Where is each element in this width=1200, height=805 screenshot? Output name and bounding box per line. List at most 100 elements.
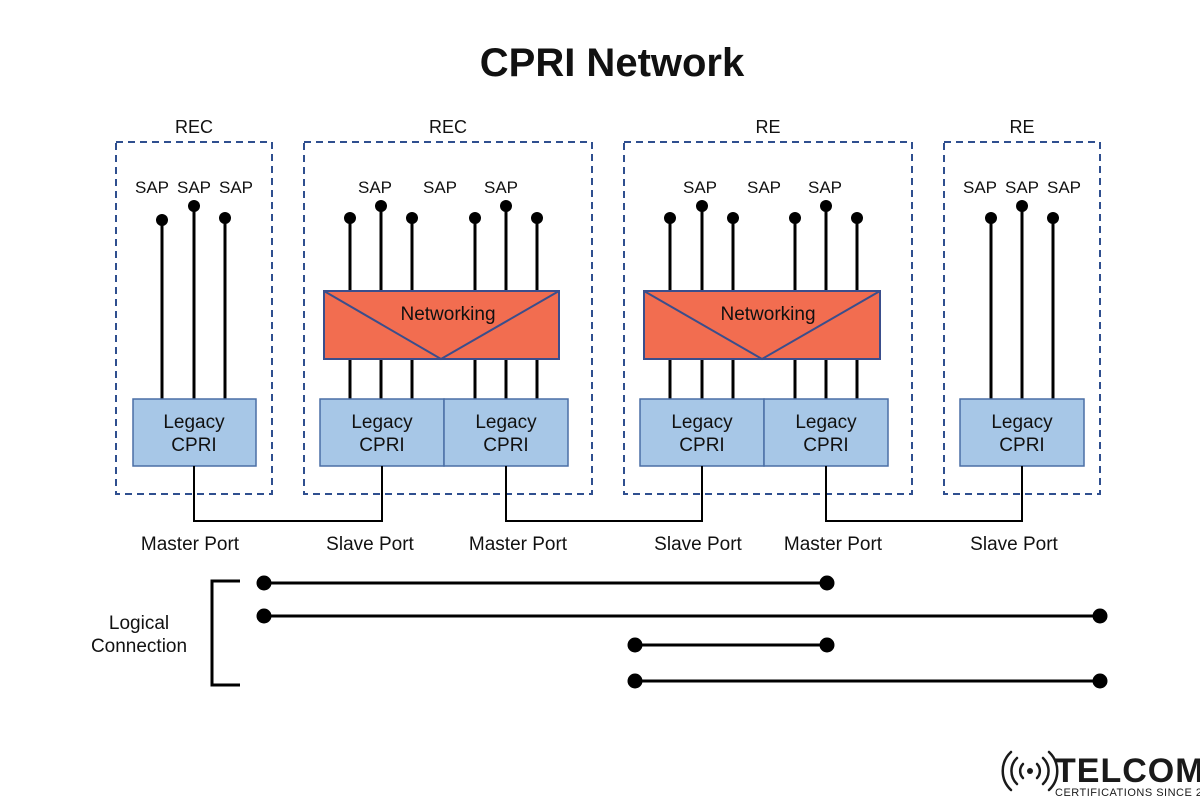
sap-label: SAP xyxy=(963,178,997,197)
logical-connection-label-line2: Connection xyxy=(91,636,187,657)
legacy-cpri-box: Legacy CPRI xyxy=(959,398,1085,467)
legacy-cpri-label-line1: Legacy xyxy=(163,412,225,433)
sap-label: SAP xyxy=(135,178,169,197)
broadcast-waves-icon xyxy=(1001,750,1059,792)
networking-block-rec-cross xyxy=(323,290,560,361)
telcoma-logo: TELCOMA CERTIFICATIONS SINCE 2009 xyxy=(1001,750,1200,799)
group-rec-1-label: REC xyxy=(175,117,213,137)
sap-label: SAP xyxy=(683,178,717,197)
sap-dots xyxy=(156,200,1059,226)
group-rec-2: REC xyxy=(303,117,593,495)
master-port-label: Master Port xyxy=(141,534,240,555)
sap-label: SAP xyxy=(177,178,211,197)
legacy-cpri-box: Legacy CPRI xyxy=(639,398,765,467)
legacy-cpri-label-line2: CPRI xyxy=(483,435,528,456)
sap-dot xyxy=(219,212,231,224)
legacy-cpri-label-line1: Legacy xyxy=(671,412,733,433)
group-re-1: RE xyxy=(623,117,913,495)
legacy-cpri-label-line1: Legacy xyxy=(475,412,537,433)
connection-endpoint-dot xyxy=(1092,673,1108,689)
sap-dot xyxy=(500,200,512,212)
legacy-cpri-box: Legacy CPRI xyxy=(319,398,445,467)
group-rec-2-label: REC xyxy=(429,117,467,137)
logical-connection-4 xyxy=(627,673,1108,689)
legacy-cpri-label-line2: CPRI xyxy=(803,435,848,456)
master-port-label: Master Port xyxy=(784,534,883,555)
networking-block-rec-rect xyxy=(323,290,560,360)
connection-endpoint-dot xyxy=(256,575,272,591)
sap-dot xyxy=(985,212,997,224)
group-re-2: RE xyxy=(943,117,1101,495)
group-re-1-label: RE xyxy=(755,117,780,137)
sap-dot xyxy=(1047,212,1059,224)
group-rec-1-border xyxy=(115,141,273,495)
networking-block-re-rect xyxy=(643,290,881,360)
sap-label: SAP xyxy=(219,178,253,197)
sap-dot xyxy=(851,212,863,224)
sap-label: SAP xyxy=(484,178,518,197)
bracket-line xyxy=(210,579,240,687)
connection-endpoint-dot xyxy=(819,575,835,591)
sap-labels: SAP SAP SAP SAP SAP SAP SAP SAP SAP SAP … xyxy=(135,178,1081,197)
connection-endpoint-dot xyxy=(627,673,643,689)
connection-endpoint-dot xyxy=(1092,608,1108,624)
slave-port-label: Slave Port xyxy=(654,534,742,555)
logical-connection-3 xyxy=(627,637,835,653)
logical-connection-1 xyxy=(256,575,835,591)
brand-name: TELCOMA xyxy=(1055,752,1200,790)
sap-dot xyxy=(188,200,200,212)
sap-dot xyxy=(727,212,739,224)
legacy-cpri-label-line1: Legacy xyxy=(795,412,857,433)
legacy-cpri-box: Legacy CPRI xyxy=(443,398,569,467)
sap-dot xyxy=(469,212,481,224)
sap-dot xyxy=(1016,200,1028,212)
networking-block-re-cross xyxy=(643,290,881,361)
legacy-cpri-boxes: Legacy CPRI Legacy CPRI Legacy CPRI Lega… xyxy=(132,398,1085,467)
port-links xyxy=(193,466,1023,522)
sap-label: SAP xyxy=(423,178,457,197)
logical-connection-bracket xyxy=(210,579,240,687)
connection-endpoint-dot xyxy=(819,637,835,653)
group-rec-2-border xyxy=(303,141,593,495)
logical-connection-2 xyxy=(256,608,1108,624)
diagram-title: CPRI Network xyxy=(480,41,745,85)
brand-tagline: CERTIFICATIONS SINCE 2009 xyxy=(1055,787,1200,799)
legacy-cpri-label-line2: CPRI xyxy=(171,435,216,456)
networking-block-rec-label: Networking xyxy=(400,304,495,325)
legacy-cpri-label-line1: Legacy xyxy=(351,412,413,433)
group-rec-1: REC xyxy=(115,117,273,495)
sap-dot xyxy=(820,200,832,212)
slave-port-label: Slave Port xyxy=(970,534,1058,555)
sap-label: SAP xyxy=(1005,178,1039,197)
sap-dot xyxy=(344,212,356,224)
group-re-1-border xyxy=(623,141,913,495)
sap-connectors xyxy=(160,207,1055,399)
sap-label: SAP xyxy=(808,178,842,197)
port-link-2 xyxy=(505,466,703,522)
master-port-label: Master Port xyxy=(469,534,568,555)
port-labels: Master Port Slave Port Master Port Slave… xyxy=(141,534,1059,555)
sap-dot xyxy=(696,200,708,212)
sap-dot xyxy=(156,214,168,226)
port-link-1 xyxy=(193,466,383,522)
port-link-3 xyxy=(825,466,1023,522)
group-re-2-label: RE xyxy=(1009,117,1034,137)
sap-dot xyxy=(664,212,676,224)
sap-dot xyxy=(531,212,543,224)
legacy-cpri-box: Legacy CPRI xyxy=(763,398,889,467)
networking-block-re-label: Networking xyxy=(720,304,815,325)
legacy-cpri-label-line2: CPRI xyxy=(359,435,404,456)
sap-label: SAP xyxy=(747,178,781,197)
logical-connections xyxy=(256,575,1108,689)
legacy-cpri-label-line2: CPRI xyxy=(679,435,724,456)
sap-dot xyxy=(375,200,387,212)
networking-block-re: Networking xyxy=(643,290,881,361)
connection-endpoint-dot xyxy=(627,637,643,653)
connection-endpoint-dot xyxy=(256,608,272,624)
logical-connection-label-line1: Logical xyxy=(109,613,169,634)
legacy-cpri-label-line1: Legacy xyxy=(991,412,1053,433)
sap-label: SAP xyxy=(358,178,392,197)
sap-dot xyxy=(406,212,418,224)
